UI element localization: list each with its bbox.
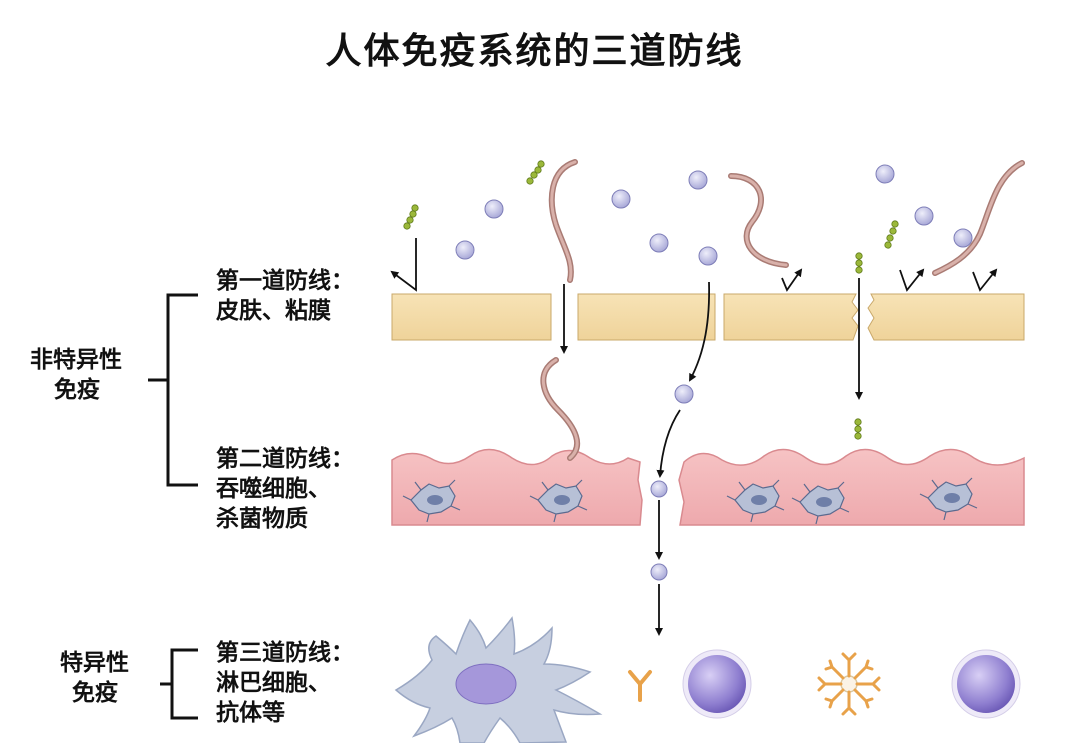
third-line-title: 第三道防线： [216, 640, 354, 666]
diagram-title: 人体免疫系统的三道防线 [325, 31, 744, 72]
phagocyte-cell [791, 481, 850, 525]
second-line-desc2: 杀菌物质 [216, 506, 308, 532]
nonspecific-immunity-line1: 非特异性 [30, 347, 122, 373]
skin-mucosa-layer [391, 293, 1025, 341]
specific-immunity-line1: 特异性 [60, 650, 129, 676]
second-line-label: 第二道防线： 吞噬细胞、 杀菌物质 [216, 444, 354, 534]
antigen-antibody-complex [817, 652, 881, 716]
bacteria-chain [403, 160, 899, 440]
specific-immunity-line2: 免疫 [72, 680, 118, 706]
specific-immunity-label: 特异性 免疫 [60, 648, 129, 708]
nonspecific-immunity-line2: 免疫 [54, 377, 100, 403]
third-line-desc2: 抗体等 [216, 700, 285, 726]
second-line-title: 第二道防线： [216, 446, 354, 472]
invasion-arrows [560, 278, 863, 636]
dendritic-cell [394, 616, 603, 743]
lymphocyte-cell [951, 649, 1021, 719]
lymphocyte-cell [682, 649, 752, 719]
phagocyte-cell [529, 479, 588, 523]
phagocyte-cell [919, 477, 978, 521]
nonspecific-bracket [148, 293, 198, 487]
nonspecific-immunity-label: 非特异性 免疫 [30, 345, 122, 405]
antibody-y [628, 670, 652, 702]
tissue-layer [391, 448, 1025, 526]
phagocyte-cell [726, 479, 785, 523]
specific-bracket [160, 648, 198, 720]
pathogen-particle [455, 164, 973, 581]
third-line-desc1: 淋巴细胞、 [216, 670, 331, 696]
third-line-label: 第三道防线： 淋巴细胞、 抗体等 [216, 638, 354, 728]
first-line-desc: 皮肤、粘膜 [216, 298, 331, 324]
worm-pathogen [540, 159, 1025, 461]
phagocyte-cell [402, 479, 461, 523]
first-line-label: 第一道防线： 皮肤、粘膜 [216, 266, 354, 326]
second-line-desc1: 吞噬细胞、 [216, 476, 331, 502]
deflection-arrows [390, 238, 998, 292]
first-line-title: 第一道防线： [216, 268, 354, 294]
